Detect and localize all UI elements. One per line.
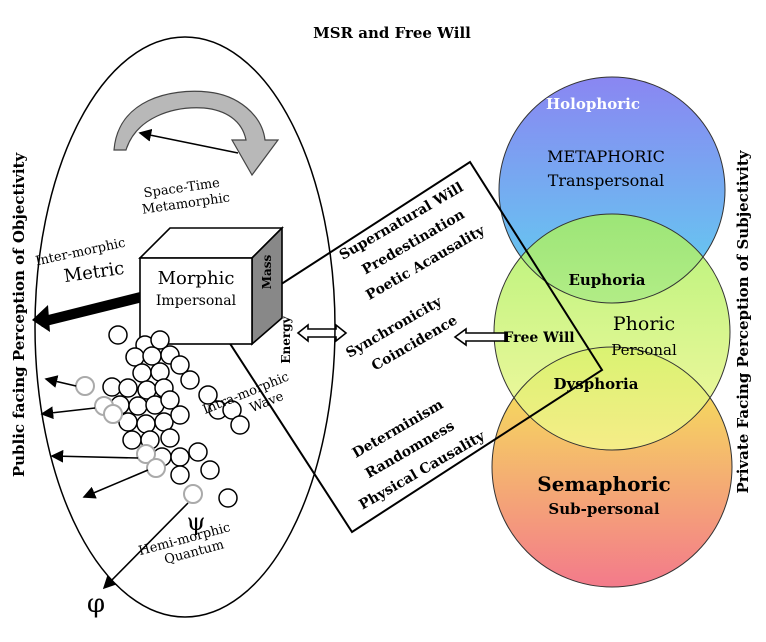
metric-label: Metric bbox=[63, 258, 126, 287]
free-will-label: Free Will bbox=[503, 330, 574, 346]
right-circles: Holophoric METAPHORIC Transpersonal Euph… bbox=[491, 76, 733, 588]
phi-symbol: φ bbox=[87, 589, 105, 619]
particle-arrows bbox=[40, 375, 189, 590]
semaphoric-label: Semaphoric bbox=[537, 472, 670, 496]
personal-label: Personal bbox=[611, 341, 677, 359]
right-axis-label: Private Facing Perception of Subjectivit… bbox=[734, 149, 752, 493]
double-arrow-left bbox=[296, 323, 348, 343]
sub-personal-label: Sub-personal bbox=[548, 500, 659, 518]
space-time-arrow bbox=[113, 90, 280, 177]
metric-arrow bbox=[36, 292, 143, 327]
morphic-label: Morphic bbox=[158, 268, 235, 289]
psi-symbol: ψ bbox=[187, 508, 206, 536]
phoric-label: Phoric bbox=[613, 313, 675, 335]
morphic-cube: Morphic Impersonal Mass bbox=[138, 226, 284, 346]
diagram-title: MSR and Free Will bbox=[313, 24, 471, 42]
dysphoria-label: Dysphoria bbox=[554, 375, 639, 393]
phoric-circle bbox=[494, 214, 730, 450]
euphoria-label: Euphoria bbox=[568, 271, 645, 289]
transpersonal-label: Transpersonal bbox=[548, 171, 665, 190]
holophoric-label: Holophoric bbox=[546, 95, 640, 113]
impersonal-label: Impersonal bbox=[156, 293, 237, 309]
wave-circles bbox=[102, 325, 250, 508]
double-arrow-right bbox=[453, 327, 506, 347]
metaphoric-label: METAPHORIC bbox=[547, 147, 665, 166]
left-ellipse: Space-Time Metamorphic Inter-morphic Met… bbox=[32, 36, 336, 619]
energy-label: Energy bbox=[279, 315, 293, 363]
mass-label: Mass bbox=[260, 254, 274, 289]
left-axis-label: Public facing Perception of Objectivity bbox=[10, 152, 28, 478]
grey-circles bbox=[75, 376, 203, 504]
